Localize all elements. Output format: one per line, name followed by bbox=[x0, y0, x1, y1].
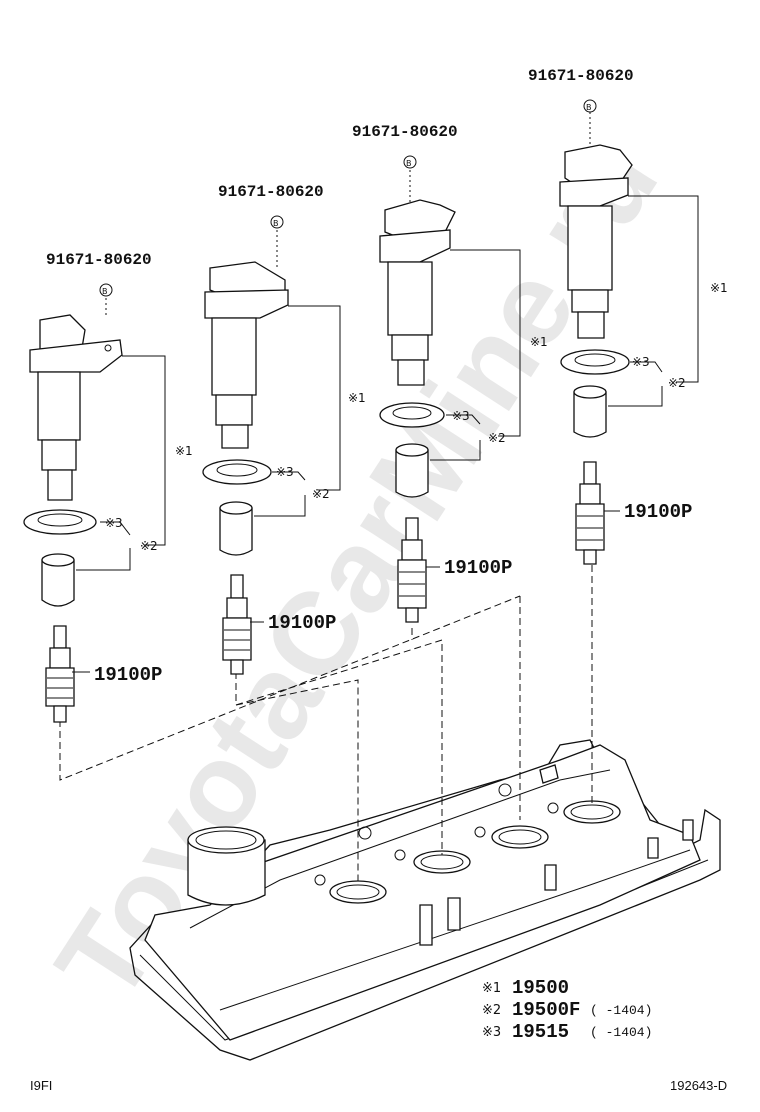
spark-plug-part-number: 19100P bbox=[268, 612, 336, 634]
bolt-marker-icon: B bbox=[99, 283, 113, 297]
coil-assembly-4: 91671-80620 B ※1 bbox=[528, 67, 728, 565]
o-ring-seal-icon bbox=[560, 349, 630, 375]
bolt-part-number: 91671-80620 bbox=[352, 123, 458, 141]
spark-plug-icon bbox=[575, 461, 605, 565]
ignition-coil-icon bbox=[379, 199, 456, 386]
seal-mark: ※3 bbox=[276, 465, 294, 479]
footer-left-code: I9FI bbox=[30, 1078, 52, 1093]
legend-row-2: ※2 19500F ( -1404) bbox=[482, 999, 652, 1021]
legend-mark: ※3 bbox=[482, 1025, 501, 1040]
spark-plug-icon bbox=[45, 625, 75, 723]
bolt-marker-icon: B bbox=[270, 215, 284, 229]
bolt-marker-label: B bbox=[586, 103, 592, 112]
spark-plug-part-number: 19100P bbox=[444, 557, 512, 579]
coil-mark: ※1 bbox=[710, 281, 728, 295]
legend-mark: ※2 bbox=[482, 1003, 501, 1018]
legend-note: ( -1404) bbox=[590, 1003, 652, 1018]
spark-plug-icon bbox=[397, 517, 427, 623]
coil-assembly-2: 91671-80620 B ※1 bbox=[202, 183, 366, 675]
coil-mark: ※1 bbox=[175, 444, 193, 458]
bolt-marker-icon: B bbox=[403, 155, 417, 169]
seal-mark: ※3 bbox=[452, 409, 470, 423]
legend-mark: ※1 bbox=[482, 981, 501, 996]
boot-mark: ※2 bbox=[312, 487, 330, 501]
o-ring-seal-icon bbox=[23, 509, 97, 535]
spark-plug-part-number: 19100P bbox=[624, 501, 692, 523]
plug-boot-icon bbox=[573, 385, 607, 438]
boot-mark: ※2 bbox=[488, 431, 506, 445]
diagram-id: 192643-D bbox=[670, 1078, 727, 1093]
plug-boot-icon bbox=[41, 553, 75, 607]
seal-mark: ※3 bbox=[632, 355, 650, 369]
legend-row-1: ※1 19500 bbox=[482, 977, 569, 999]
o-ring-seal-icon bbox=[379, 402, 445, 428]
legend-row-3: ※3 19515 ( -1404) bbox=[482, 1021, 652, 1043]
bolt-part-number: 91671-80620 bbox=[528, 67, 634, 85]
legend-note: ( -1404) bbox=[590, 1025, 652, 1040]
ignition-coil-icon bbox=[29, 314, 123, 501]
plug-boot-icon bbox=[395, 443, 429, 498]
boot-mark: ※2 bbox=[668, 376, 686, 390]
legend-part: 19515 bbox=[512, 1021, 569, 1043]
coil-mark: ※1 bbox=[348, 391, 366, 405]
legend-part: 19500 bbox=[512, 977, 569, 999]
bolt-part-number: 91671-80620 bbox=[46, 251, 152, 269]
spark-plug-part-number: 19100P bbox=[94, 664, 162, 686]
seal-mark: ※3 bbox=[105, 516, 123, 530]
coil-mark: ※1 bbox=[530, 335, 548, 349]
coil-assembly-3: 91671-80620 B ※1 bbox=[352, 123, 548, 623]
boot-mark: ※2 bbox=[140, 539, 158, 553]
bolt-marker-label: B bbox=[102, 287, 108, 296]
cylinder-head-cover bbox=[129, 739, 721, 1061]
bolt-marker-icon: B bbox=[583, 99, 597, 113]
coil-assembly-1: 91671-80620 B bbox=[23, 251, 193, 723]
ignition-coil-icon bbox=[559, 144, 633, 339]
assembly-lines bbox=[59, 112, 593, 885]
spark-plug-icon bbox=[222, 574, 252, 675]
o-ring-seal-icon bbox=[202, 459, 272, 485]
bolt-marker-label: B bbox=[273, 219, 279, 228]
bolt-marker-label: B bbox=[406, 159, 412, 168]
legend: ※1 19500 ※2 19500F ( -1404) ※3 19515 ( -… bbox=[482, 977, 652, 1043]
bolt-part-number: 91671-80620 bbox=[218, 183, 324, 201]
plug-boot-icon bbox=[219, 501, 253, 556]
legend-part: 19500F bbox=[512, 999, 580, 1021]
ignition-coil-icon bbox=[204, 261, 289, 449]
